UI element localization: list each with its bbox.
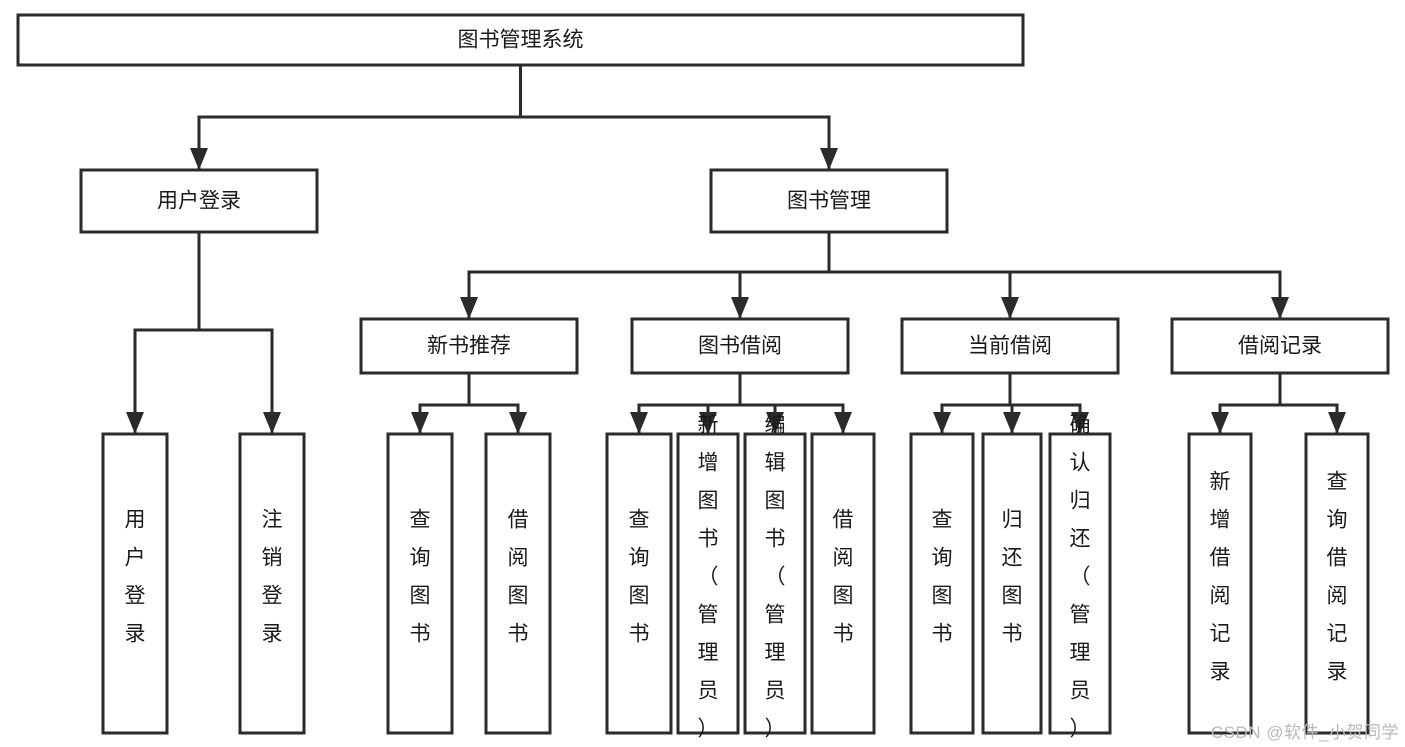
node-box-leaf-add-book-admin <box>676 432 740 735</box>
node-box-leaf-borrow-book-2 <box>810 432 876 735</box>
arrow-head-icon-leaf-add-borrow-record <box>1211 412 1229 434</box>
arrow-head-icon-leaf-query-book-3 <box>933 412 951 434</box>
node-leaf-query-book-2[interactable]: 查询图书 <box>605 432 673 735</box>
node-leaf-query-borrow-record[interactable]: 查询借阅记录 <box>1304 432 1370 735</box>
node-box-borrow-record <box>1170 317 1390 375</box>
arrow-head-icon-book-borrow <box>731 297 749 319</box>
node-current-borrow[interactable]: 当前借阅 <box>900 317 1120 375</box>
node-label-leaf-query-book-2: 查询图书 <box>629 509 650 646</box>
arrow-head-icon-book-manage <box>820 148 838 170</box>
node-box-leaf-confirm-return-admin <box>1048 432 1112 735</box>
node-leaf-add-book-admin[interactable]: 新增图书（管理员） <box>676 414 740 741</box>
node-label-leaf-user-login: 用户登录 <box>125 509 146 646</box>
node-label-root: 图书管理系统 <box>458 29 584 52</box>
node-leaf-borrow-book-2[interactable]: 借阅图书 <box>810 432 876 735</box>
node-label-book-borrow: 图书借阅 <box>698 335 782 358</box>
node-layer: 图书管理系统用户登录图书管理新书推荐图书借阅当前借阅借阅记录用户登录注销登录查询… <box>16 13 1390 741</box>
node-book-manage[interactable]: 图书管理 <box>709 168 949 234</box>
arrow-head-icon-leaf-query-book-1 <box>411 412 429 434</box>
arrow-head-icon-leaf-borrow-book-2 <box>834 412 852 434</box>
node-label-user-login: 用户登录 <box>157 190 241 213</box>
node-user-login[interactable]: 用户登录 <box>79 168 319 234</box>
node-leaf-query-book-1[interactable]: 查询图书 <box>386 432 454 735</box>
node-label-leaf-confirm-return-admin: 确认归还（管理员） <box>1070 414 1091 741</box>
arrow-head-icon-new-book-recommend <box>460 297 478 319</box>
node-label-leaf-return-book: 归还图书 <box>1002 509 1023 646</box>
node-box-leaf-query-book-2 <box>605 432 673 735</box>
node-leaf-borrow-book-1[interactable]: 借阅图书 <box>484 432 552 735</box>
node-label-borrow-record: 借阅记录 <box>1238 335 1322 358</box>
node-leaf-edit-book-admin[interactable]: 编辑图书（管理员） <box>743 414 807 741</box>
node-label-new-book-recommend: 新书推荐 <box>427 335 511 358</box>
node-label-leaf-borrow-book-1: 借阅图书 <box>508 509 529 646</box>
node-box-leaf-add-borrow-record <box>1187 432 1253 735</box>
csdn-watermark: CSDN @软件_小贺同学 <box>1210 723 1399 742</box>
node-leaf-add-borrow-record[interactable]: 新增借阅记录 <box>1187 432 1253 735</box>
arrow-head-icon-leaf-return-book <box>1003 412 1021 434</box>
arrow-head-icon-leaf-logout-login <box>263 412 281 434</box>
node-label-leaf-query-book-1: 查询图书 <box>410 509 431 646</box>
node-label-leaf-borrow-book-2: 借阅图书 <box>833 509 854 646</box>
node-box-leaf-edit-book-admin <box>743 432 807 735</box>
node-box-leaf-query-borrow-record <box>1304 432 1370 735</box>
node-box-leaf-borrow-book-1 <box>484 432 552 735</box>
node-label-leaf-logout-login: 注销登录 <box>262 509 283 646</box>
node-new-book-recommend[interactable]: 新书推荐 <box>359 317 579 375</box>
node-label-leaf-add-book-admin: 新增图书（管理员） <box>698 414 719 741</box>
node-box-new-book-recommend <box>359 317 579 375</box>
node-box-leaf-logout-login <box>238 432 306 735</box>
node-box-leaf-query-book-1 <box>386 432 454 735</box>
node-box-current-borrow <box>900 317 1120 375</box>
arrow-head-icon-user-login <box>190 148 208 170</box>
connector-layer <box>126 63 1346 435</box>
node-root[interactable]: 图书管理系统 <box>16 13 1025 67</box>
node-box-user-login <box>79 168 319 234</box>
node-box-book-borrow <box>630 317 850 375</box>
node-box-leaf-return-book <box>981 432 1043 735</box>
arrow-head-icon-leaf-add-book-admin <box>699 412 717 434</box>
node-borrow-record[interactable]: 借阅记录 <box>1170 317 1390 375</box>
node-leaf-return-book[interactable]: 归还图书 <box>981 432 1043 735</box>
node-label-leaf-query-book-3: 查询图书 <box>932 509 953 646</box>
node-label-current-borrow: 当前借阅 <box>968 335 1052 358</box>
node-book-borrow[interactable]: 图书借阅 <box>630 317 850 375</box>
node-leaf-logout-login[interactable]: 注销登录 <box>238 432 306 735</box>
node-label-leaf-query-borrow-record: 查询借阅记录 <box>1327 471 1348 684</box>
arrow-head-icon-leaf-user-login <box>126 412 144 434</box>
arrow-head-icon-leaf-query-book-2 <box>630 412 648 434</box>
node-leaf-query-book-3[interactable]: 查询图书 <box>909 432 975 735</box>
node-label-leaf-add-borrow-record: 新增借阅记录 <box>1210 471 1231 684</box>
arrow-head-icon-leaf-confirm-return-admin <box>1071 412 1089 434</box>
node-box-leaf-query-book-3 <box>909 432 975 735</box>
node-leaf-confirm-return-admin[interactable]: 确认归还（管理员） <box>1048 414 1112 741</box>
node-label-book-manage: 图书管理 <box>787 190 871 213</box>
node-label-leaf-edit-book-admin: 编辑图书（管理员） <box>765 414 786 741</box>
node-box-book-manage <box>709 168 949 234</box>
arrow-head-icon-current-borrow <box>1001 297 1019 319</box>
arrow-head-icon-borrow-record <box>1271 297 1289 319</box>
node-leaf-user-login[interactable]: 用户登录 <box>101 432 169 735</box>
node-box-root <box>16 13 1025 67</box>
arrow-head-icon-leaf-edit-book-admin <box>766 412 784 434</box>
arrow-head-icon-leaf-query-borrow-record <box>1328 412 1346 434</box>
arrow-head-icon-leaf-borrow-book-1 <box>509 412 527 434</box>
node-box-leaf-user-login <box>101 432 169 735</box>
